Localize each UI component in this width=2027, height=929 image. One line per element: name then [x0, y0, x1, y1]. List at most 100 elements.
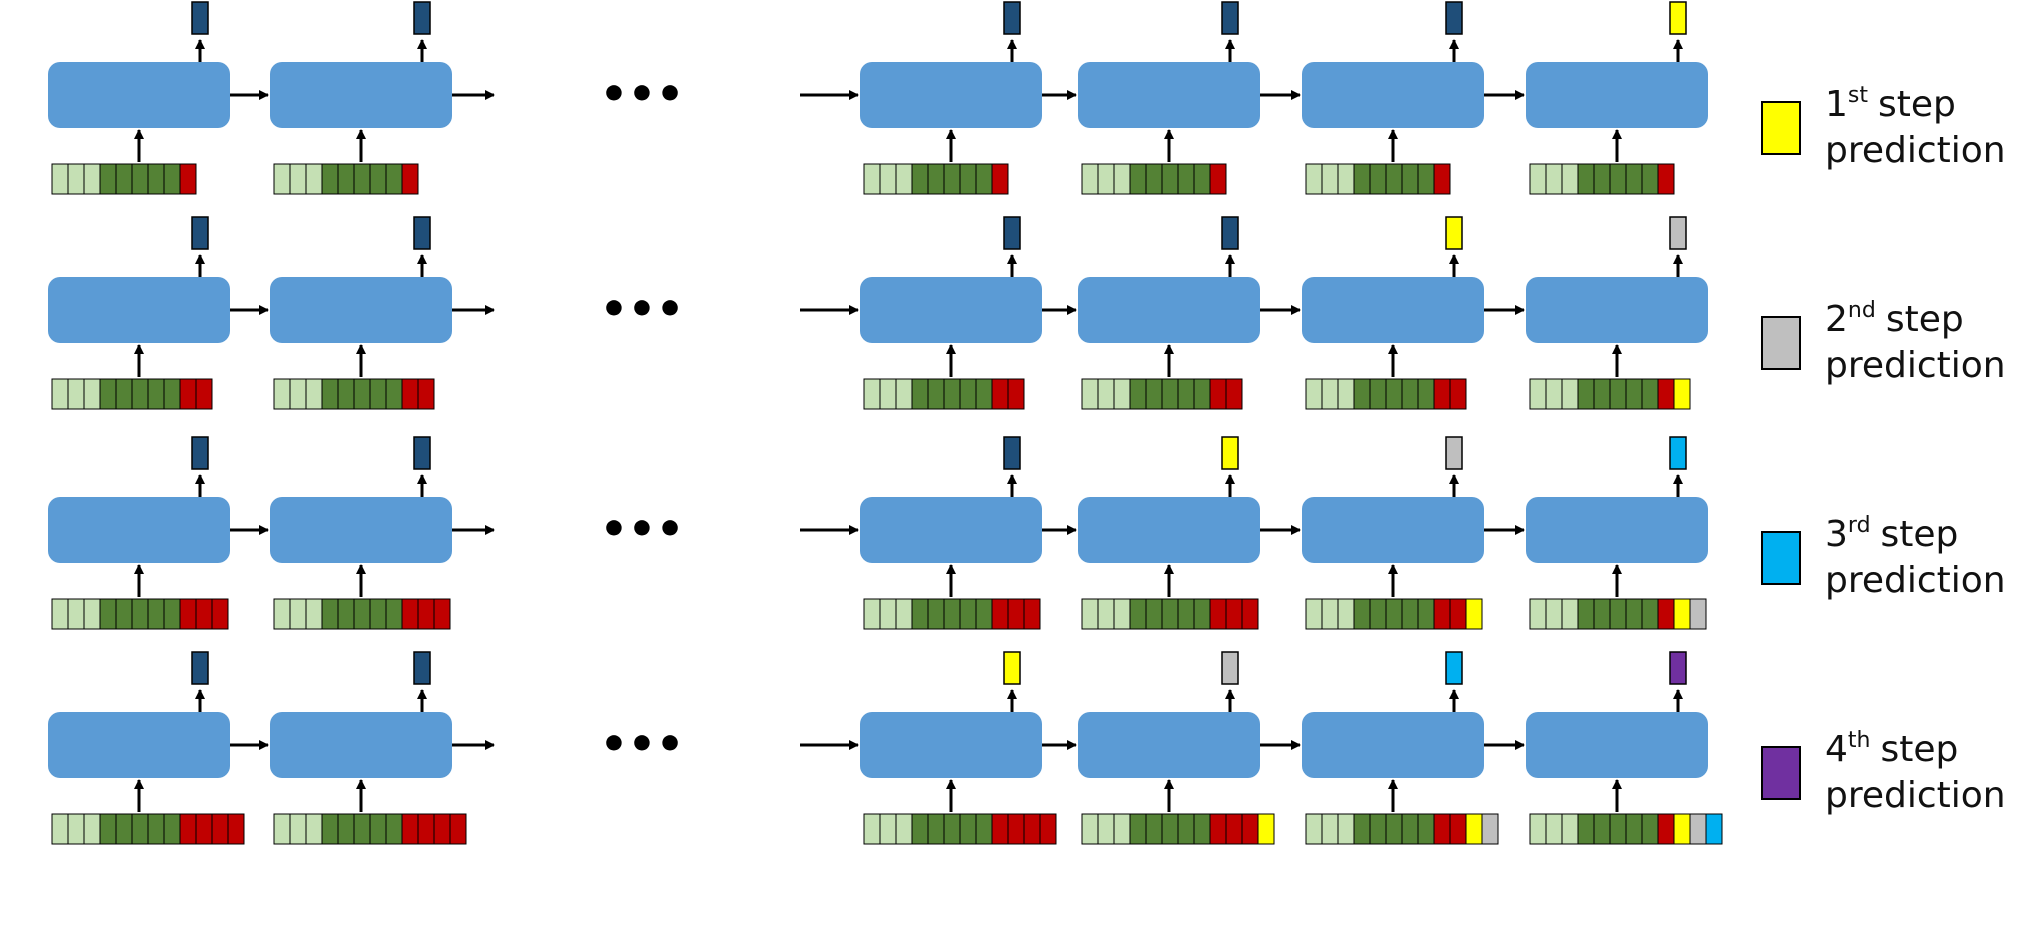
ellipsis: •••	[600, 284, 684, 335]
input-square	[975, 813, 993, 845]
rnn-step-2	[270, 651, 467, 845]
input-square	[1177, 813, 1195, 845]
input-square	[927, 163, 945, 195]
rnn-cell	[270, 712, 452, 778]
input-sequence	[1529, 163, 1675, 195]
input-square	[1689, 813, 1707, 845]
input-square	[879, 378, 897, 410]
rnn-step-1	[48, 1, 230, 195]
input-square	[1577, 598, 1595, 630]
output-box	[1669, 1, 1687, 35]
input-square	[321, 813, 339, 845]
input-square	[1337, 813, 1355, 845]
input-sequence	[51, 163, 197, 195]
input-square	[51, 813, 69, 845]
rnn-cell	[48, 497, 230, 563]
rnn-cell	[860, 62, 1042, 128]
output-box	[413, 436, 431, 470]
output-box	[1221, 216, 1239, 250]
input-square	[417, 378, 435, 410]
input-square	[1673, 598, 1691, 630]
input-sequence	[1529, 598, 1707, 630]
input-square	[67, 378, 85, 410]
output-box	[1003, 216, 1021, 250]
input-square	[163, 163, 181, 195]
rnn-cell	[1078, 712, 1260, 778]
rnn-step-6	[1526, 1, 1708, 195]
input-sequence	[51, 813, 245, 845]
input-square	[1023, 598, 1041, 630]
input-square	[1193, 813, 1211, 845]
input-sequence	[1081, 598, 1259, 630]
input-square	[943, 813, 961, 845]
input-sequence	[51, 378, 213, 410]
input-sequence	[273, 813, 467, 845]
input-square	[321, 378, 339, 410]
input-square	[1577, 378, 1595, 410]
rnn-cell	[48, 712, 230, 778]
legend-line-2: prediction	[1825, 130, 2006, 171]
rnn-step-2	[270, 1, 452, 195]
row-2: •••	[48, 216, 1708, 410]
input-square	[1689, 598, 1707, 630]
legend-line-2: prediction	[1825, 345, 2006, 386]
input-square	[1433, 163, 1451, 195]
input-square	[83, 163, 101, 195]
input-square	[179, 813, 197, 845]
input-square	[1241, 813, 1259, 845]
input-square	[1385, 813, 1403, 845]
output-box	[191, 216, 209, 250]
input-square	[911, 813, 929, 845]
input-square	[99, 378, 117, 410]
input-square	[1593, 813, 1611, 845]
rnn-step-2	[270, 216, 452, 410]
input-square	[1097, 598, 1115, 630]
input-sequence	[1305, 813, 1499, 845]
input-square	[1609, 378, 1627, 410]
input-square	[1433, 598, 1451, 630]
input-square	[1337, 163, 1355, 195]
input-square	[1209, 598, 1227, 630]
row-3: •••	[48, 436, 1708, 630]
input-square	[385, 378, 403, 410]
input-square	[273, 378, 291, 410]
input-square	[433, 813, 451, 845]
input-square	[1081, 163, 1099, 195]
input-square	[1417, 163, 1435, 195]
input-square	[1625, 163, 1643, 195]
input-square	[911, 163, 929, 195]
input-square	[1321, 378, 1339, 410]
output-box	[413, 651, 431, 685]
input-sequence	[51, 598, 229, 630]
input-square	[67, 813, 85, 845]
input-square	[863, 598, 881, 630]
rnn-step-4	[1078, 216, 1260, 410]
input-square	[1305, 598, 1323, 630]
output-box	[1445, 436, 1463, 470]
legend-word: step	[1878, 84, 1956, 125]
input-square	[1321, 163, 1339, 195]
input-square	[895, 163, 913, 195]
input-square	[1257, 813, 1275, 845]
input-square	[273, 813, 291, 845]
input-square	[1007, 598, 1025, 630]
input-square	[273, 598, 291, 630]
output-box	[1669, 436, 1687, 470]
input-square	[195, 813, 213, 845]
rnn-cell	[1078, 62, 1260, 128]
input-square	[289, 163, 307, 195]
input-square	[1305, 378, 1323, 410]
input-sequence	[273, 378, 435, 410]
input-square	[1225, 813, 1243, 845]
input-square	[305, 378, 323, 410]
input-square	[163, 813, 181, 845]
rnn-step-4	[1078, 1, 1260, 195]
input-square	[369, 378, 387, 410]
input-sequence	[273, 598, 451, 630]
